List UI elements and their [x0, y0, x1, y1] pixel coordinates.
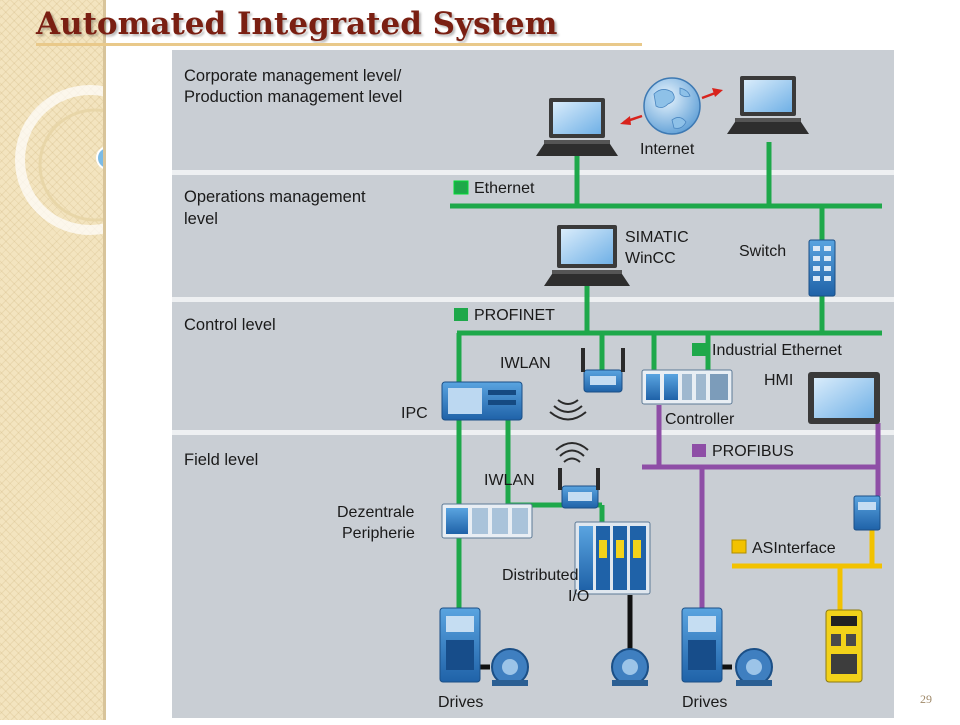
profibus-legend-chip	[692, 444, 706, 457]
distributed-io-module-icon	[574, 521, 651, 595]
profinet-legend-chip	[454, 308, 468, 321]
profibus-network	[642, 405, 881, 610]
plc-controller-icon	[641, 369, 733, 405]
industrial-pc-icon	[441, 381, 523, 421]
iwlan-control-label: IWLAN	[500, 355, 551, 372]
ethernet-legend-chip	[453, 180, 469, 195]
title-underline	[36, 43, 642, 46]
wireless-signal-icon	[555, 442, 589, 463]
distributed-io-label-line2: I/O	[568, 588, 589, 605]
electric-motor-icon	[491, 648, 529, 686]
switch-label: Switch	[739, 243, 786, 260]
ethernet-label: Ethernet	[474, 180, 535, 197]
profinet-label: PROFINET	[474, 307, 555, 324]
asinterface-label: ASInterface	[752, 540, 836, 557]
electric-motor-icon	[735, 648, 773, 686]
level-1-label-line1: Corporate management level/	[184, 67, 402, 85]
laptop-icon	[727, 76, 809, 134]
iwlan-field-label: IWLAN	[484, 472, 535, 489]
level-4-label: Field level	[184, 451, 258, 469]
left-decorative-band	[0, 0, 165, 720]
profibus-label: PROFIBUS	[712, 443, 794, 460]
level-3-label: Control level	[184, 316, 276, 334]
asi-slave-module-icon	[853, 495, 881, 531]
page-number: 29	[920, 692, 932, 706]
simatic-label-line1: SIMATIC	[625, 229, 689, 246]
network-switch-icon	[808, 239, 836, 297]
asi-safety-module-icon	[825, 609, 863, 683]
ipc-label: IPC	[401, 405, 428, 422]
band-edge	[103, 0, 106, 720]
drives-left-label: Drives	[438, 694, 483, 711]
frequency-converter-icon	[681, 607, 723, 683]
wireless-client-module-icon	[558, 468, 600, 509]
level-separator	[172, 297, 894, 302]
remote-io-module-icon	[441, 503, 533, 539]
wireless-access-point-icon	[581, 348, 625, 393]
circle-decoration	[15, 85, 165, 235]
distributed-io-label-line1: Distributed	[502, 567, 578, 584]
frequency-converter-icon	[439, 607, 481, 683]
diagram-background	[172, 50, 894, 718]
simatic-label-line2: WinCC	[625, 250, 676, 267]
electric-motor-icon	[611, 648, 649, 686]
hmi-touch-panel-icon	[808, 372, 880, 424]
industrial-ethernet-label: Industrial Ethernet	[712, 342, 842, 359]
dezentrale-label-line1: Dezentrale	[337, 504, 414, 521]
ethernet-network	[450, 142, 882, 240]
simatic-wincc-pc-icon	[544, 225, 630, 286]
hmi-label: HMI	[764, 372, 793, 389]
bidirectional-arrow-icon	[620, 88, 723, 125]
level-2-label-line2: level	[184, 210, 218, 228]
drives-right-label: Drives	[682, 694, 727, 711]
industrial-ethernet-legend-chip	[692, 343, 706, 356]
internet-label: Internet	[640, 141, 695, 158]
slide-title: Automated Integrated System	[36, 6, 558, 42]
asinterface-legend-chip	[731, 539, 747, 554]
wireless-signal-icon	[549, 399, 587, 421]
asinterface-network	[732, 530, 882, 610]
dezentrale-label-line2: Peripherie	[342, 525, 415, 542]
level-separator	[172, 430, 894, 435]
globe-icon	[643, 77, 701, 135]
level-2-label-line1: Operations management	[184, 188, 366, 206]
level-separator	[172, 170, 894, 175]
laptop-icon	[536, 98, 618, 156]
controller-label: Controller	[665, 411, 735, 428]
level-1-label-line2: Production management level	[184, 88, 402, 106]
automation-pyramid-diagram: Corporate management level/ Production m…	[172, 50, 894, 718]
